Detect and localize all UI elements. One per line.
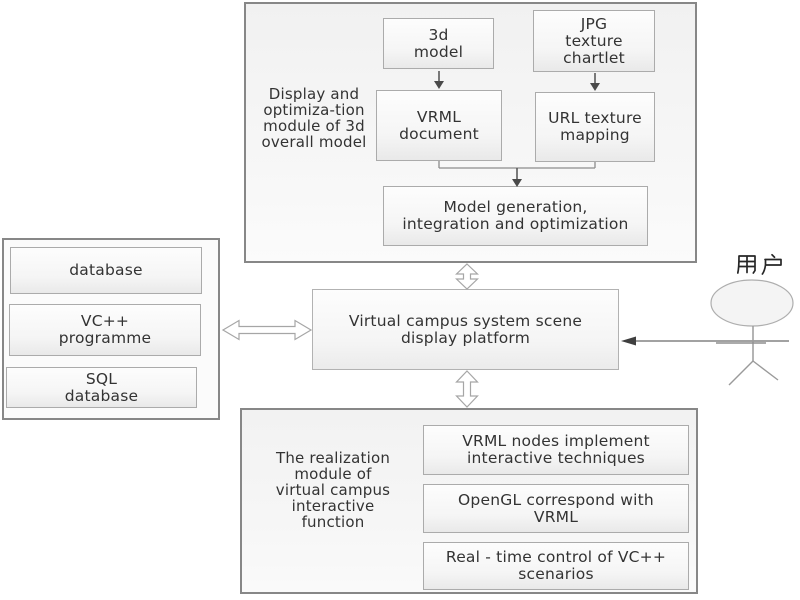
box-database-text: database — [69, 261, 143, 279]
left-module: database VC++ programme SQL database — [2, 238, 220, 420]
box-vrml-document: VRML document — [376, 90, 502, 161]
top-module-label: Display and optimiza-tion module of 3d o… — [261, 85, 367, 151]
double-arrow-bottom — [455, 370, 479, 408]
box-vrml-nodes-text: VRML nodes implement interactive techniq… — [462, 432, 650, 467]
double-arrow-top — [455, 263, 479, 290]
box-opengl-correspond: OpenGL correspond with VRML — [423, 484, 689, 533]
actor-head — [710, 279, 794, 327]
actor-leg-right — [752, 360, 779, 381]
box-model-generation: Model generation, integration and optimi… — [383, 186, 648, 246]
box-realtime-control: Real - time control of VC++ scenarios — [423, 542, 689, 590]
box-jpg-texture-chartlet: JPG texture chartlet — [533, 10, 655, 72]
user-actor — [710, 279, 794, 386]
box-realtime-control-text: Real - time control of VC++ scenarios — [445, 548, 667, 583]
box-vrml-document-text: VRML document — [399, 107, 479, 143]
box-database: database — [10, 247, 202, 294]
box-url-texture-mapping-text: URL texture mapping — [548, 109, 642, 144]
box-display-platform-text: Virtual campus system scene display plat… — [348, 311, 583, 347]
box-opengl-correspond-text: OpenGL correspond with VRML — [458, 490, 654, 526]
box-jpg-texture-chartlet-text: JPG texture chartlet — [563, 14, 625, 67]
box-vcpp-programme-text: VC++ programme — [58, 312, 152, 347]
box-url-texture-mapping: URL texture mapping — [535, 92, 655, 162]
double-arrow-left — [221, 319, 313, 341]
box-vrml-nodes: VRML nodes implement interactive techniq… — [423, 425, 689, 475]
box-vcpp-programme: VC++ programme — [9, 304, 201, 356]
box-3d-model: 3d model — [383, 18, 494, 69]
bottom-module-label: The realization module of virtual campus… — [275, 449, 391, 531]
box-display-platform: Virtual campus system scene display plat… — [312, 289, 619, 370]
box-3d-model-text: 3d model — [413, 25, 464, 61]
bottom-module: The realization module of virtual campus… — [240, 408, 698, 594]
arrow-user-to-platform — [621, 336, 789, 346]
box-model-generation-text: Model generation, integration and optimi… — [402, 198, 629, 233]
actor-leg-left — [728, 360, 754, 386]
user-label: 用户 — [737, 253, 787, 275]
box-sql-database: SQL database — [6, 367, 197, 408]
box-sql-database-text: SQL database — [64, 369, 139, 405]
top-module: Display and optimiza-tion module of 3d o… — [244, 2, 697, 263]
